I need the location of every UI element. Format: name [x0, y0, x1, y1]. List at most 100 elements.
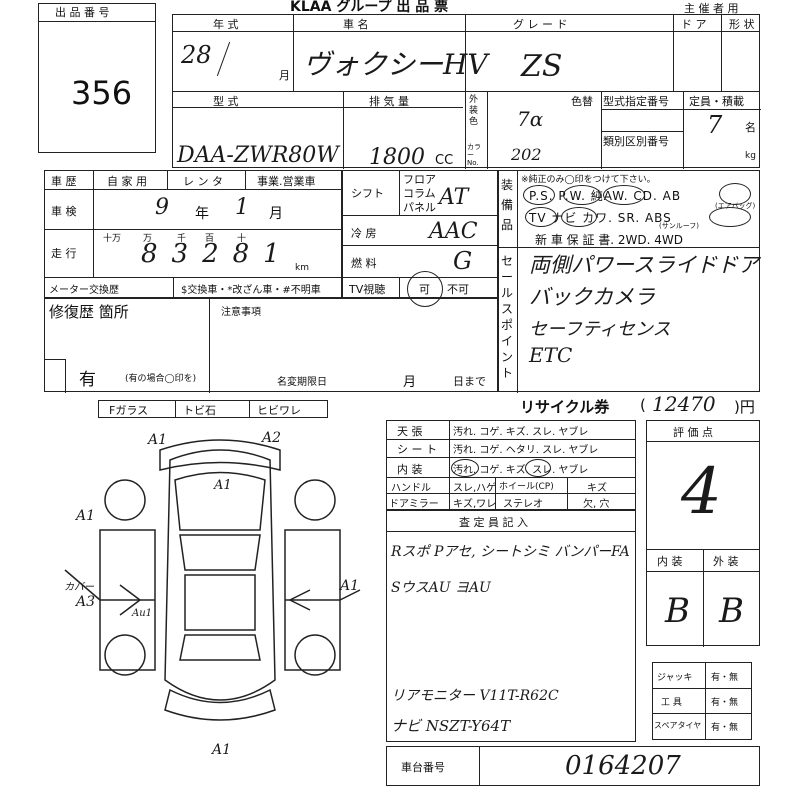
displacement-label: 排 気 量 — [369, 95, 409, 108]
front-bumper — [159, 439, 281, 471]
mark-a1-hood: A1 — [214, 478, 232, 493]
grade-value: ZS — [521, 49, 563, 84]
meter-label: メーター交換歴 — [49, 285, 119, 296]
seat-options: 汚れ. コゲ. ヘタリ. スレ. ヤブレ — [453, 445, 599, 456]
model-label: 型 式 — [213, 95, 239, 108]
ext-color-label: 外装色 — [469, 95, 479, 127]
mark-a3-left: A3 — [76, 594, 96, 610]
mileage-digit-10k: 万 — [143, 234, 153, 244]
windshield — [179, 534, 261, 571]
car-name-value: ヴォクシーHV — [303, 48, 488, 81]
sunroof-label: (サンルーフ) — [659, 222, 700, 230]
inspector-label: 査 定 員 記 入 — [459, 516, 528, 529]
inspector-line4: ナビ NSZT-Y64T — [391, 717, 511, 735]
sales-point-3: セーフティセンス — [529, 319, 671, 340]
airbag-label: (エアバッグ) — [715, 202, 756, 210]
capacity-value: 7 — [707, 111, 723, 139]
mirror-options: キズ,ワレ — [453, 499, 497, 510]
spare-tire-label: スペアタイヤ — [654, 721, 702, 730]
hood-outline — [174, 471, 266, 531]
rear-left-wheel — [104, 634, 146, 676]
mileage-digit-100k: 十万 — [103, 234, 122, 244]
class-no-label: 類別区別番号 — [603, 135, 669, 148]
repair-notes-block: 修復歴 箇所 有 (有の場合◯印を) 注意事項 名変期限日 月 日まで — [44, 298, 498, 393]
tools-label: 工 具 — [661, 698, 682, 708]
mark-a2-front-right: A2 — [262, 430, 282, 446]
stereo-options: 欠, 穴 — [583, 499, 610, 510]
exterior-score-value: B — [719, 591, 744, 631]
interior-label: 内 装 — [397, 463, 423, 476]
form-title: KLAA グループ 出 品 票 — [290, 0, 449, 15]
right-side — [284, 529, 341, 671]
shaken-month-unit: 月 — [269, 206, 283, 222]
stereo-label: ステレオ — [503, 499, 543, 510]
handle-label: ハンドル — [391, 483, 431, 494]
shape-label: 形 状 — [729, 18, 755, 31]
chassis-block: 車台番号 0164207 — [386, 746, 760, 786]
door-label: ド ア — [681, 18, 707, 31]
spare-tire-value: 有・無 — [711, 723, 739, 733]
vehicle-info-block: 年 式 車 名 グ レ ー ド ド ア 形 状 28 月 ヴォクシーHV ZS … — [172, 14, 761, 170]
history-business[interactable]: 事業.営業車 — [257, 175, 316, 188]
type-no-label: 型式指定番号 — [603, 95, 669, 108]
equipment-note: ※純正のみ◯印をつけて下さい。 — [521, 175, 656, 185]
history-label: 車 歴 — [51, 175, 77, 188]
shift-panel[interactable]: パネル — [403, 201, 436, 214]
repair-note: (有の場合◯印を) — [125, 374, 197, 384]
repair-label: 修復歴 箇所 — [49, 303, 129, 321]
shift-label: シフト — [351, 187, 384, 200]
mileage-digit-10: 十 — [237, 234, 247, 244]
year-value: 28 — [181, 41, 212, 69]
accessories-block: ジャッキ 有・無 工 具 有・無 スペアタイヤ 有・無 — [652, 662, 752, 740]
glass-crack[interactable]: ヒビワレ — [257, 404, 301, 417]
lot-number-label: 出 品 番 号 — [55, 6, 110, 19]
shift-column[interactable]: コラム — [403, 187, 436, 200]
inspector-line3: リアモニター V11T-R62C — [391, 688, 559, 704]
mark-a1-right: A1 — [340, 578, 360, 594]
tools-value: 有・無 — [711, 698, 739, 708]
recycle-label: リサイクル券 — [520, 398, 610, 416]
meter-options: $交換車・*改ざん車・#不明車 — [181, 285, 321, 296]
ceiling-options: 汚れ. コゲ. キズ. スレ. ヤブレ — [453, 427, 589, 438]
fuel-label: 燃 料 — [351, 257, 377, 270]
mirror-label: ドアミラー — [389, 499, 439, 510]
car-name-label: 車 名 — [343, 18, 369, 31]
seat-label: シ ー ト — [397, 443, 437, 456]
mileage-label: 走 行 — [51, 247, 77, 260]
mileage-digit-100: 百 — [205, 234, 215, 244]
shift-value: AT — [439, 185, 469, 210]
score-label: 評 価 点 — [673, 426, 713, 439]
mileage-digit-1k: 千 — [177, 234, 187, 244]
tv-label: TV視聴 — [349, 283, 386, 296]
chassis-label: 車台番号 — [401, 761, 445, 774]
glass-chip[interactable]: トビ石 — [183, 404, 216, 417]
history-rental[interactable]: レ ン タ — [183, 175, 223, 188]
glass-label: Fガラス — [109, 404, 149, 417]
interior-score-label: 内 装 — [657, 555, 683, 568]
ac-label: 冷 房 — [351, 227, 377, 240]
cc-unit: CC — [435, 153, 454, 168]
color-change-label: 色替 — [571, 95, 593, 108]
front-right-wheel — [294, 479, 336, 521]
bumper-label: カバー — [64, 582, 94, 593]
sales-point-2: バックカメラ — [529, 285, 655, 309]
rear-bumper — [164, 688, 276, 721]
sales-point-4: ETC — [529, 343, 573, 367]
jack-label: ジャッキ — [657, 673, 693, 683]
mark-au1-left-door: Au1 — [132, 608, 153, 619]
shift-floor[interactable]: フロア — [403, 173, 436, 186]
color-no-label: カラーNo. — [467, 143, 481, 167]
history-private[interactable]: 自 家 用 — [107, 175, 147, 188]
shaken-month-value: 1 — [235, 195, 249, 220]
displacement-value: 1800 — [369, 145, 425, 170]
wheel-options: キズ — [587, 483, 607, 494]
capacity-label: 定員・積載 — [689, 95, 744, 108]
tv-no[interactable]: 不可 — [447, 283, 469, 296]
mileage-value: 83281 — [141, 239, 294, 269]
specs-block: シフト フロア コラム パネル AT 冷 房 AAC 燃 料 G TV視聴 可 … — [342, 170, 498, 307]
score-value: 4 — [681, 455, 722, 529]
ceiling-label: 天 張 — [397, 425, 423, 438]
car-damage-diagram — [64, 439, 361, 721]
name-change-month: 月 — [403, 375, 417, 390]
fuel-value: G — [453, 247, 473, 275]
